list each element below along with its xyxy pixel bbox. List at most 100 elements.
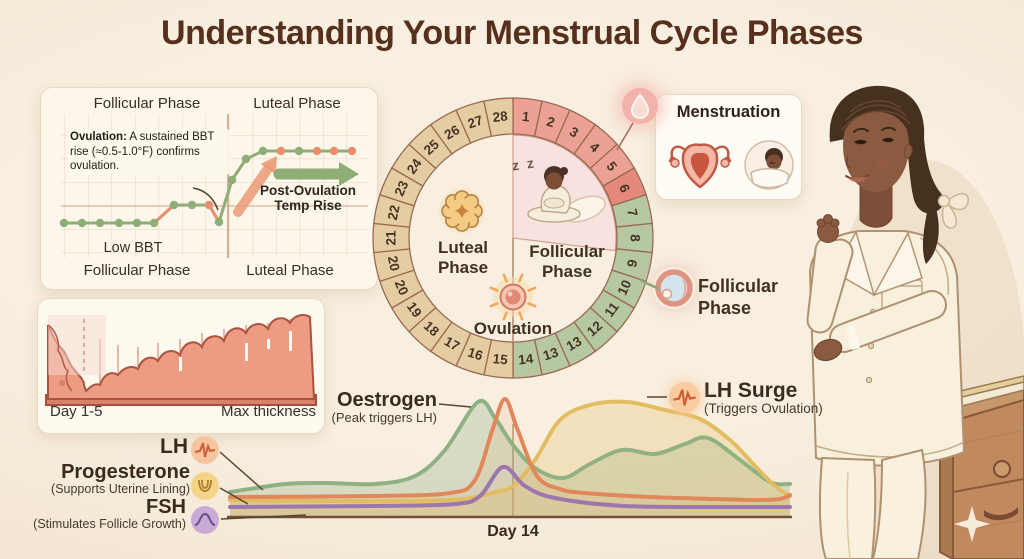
wheel-segments bbox=[372, 97, 654, 379]
bbt-dot bbox=[95, 218, 105, 228]
lh-label: LH bbox=[160, 435, 188, 458]
wheel-day-number: 22 bbox=[385, 204, 403, 222]
wheel-day-number: 16 bbox=[466, 345, 485, 364]
progesterone-icon bbox=[191, 472, 219, 500]
wheel-day-number: 14 bbox=[518, 351, 535, 368]
wheel-day-number: 20 bbox=[392, 278, 412, 298]
bbt-annotation: Ovulation: A sustained BBT rise (≈0.5-1.… bbox=[68, 129, 230, 176]
lining-day-label: Day 1-5 bbox=[50, 403, 103, 420]
ovulation-label: Ovulation bbox=[473, 319, 553, 338]
sleep-zzz-text: z z bbox=[511, 154, 537, 174]
lining-max-label: Max thickness bbox=[220, 403, 316, 420]
wheel-day-number: 19 bbox=[404, 299, 425, 320]
bbt-dot bbox=[187, 200, 197, 210]
resting-person-icon bbox=[744, 140, 794, 190]
ponytail bbox=[922, 208, 939, 264]
blush bbox=[875, 157, 889, 171]
bbt-bottom-right-label: Luteal Phase bbox=[246, 262, 334, 279]
uterus-icon bbox=[668, 143, 732, 189]
bbt-dot bbox=[169, 200, 179, 210]
bbt-dot bbox=[59, 218, 69, 228]
bbt-top-left-label: Follicular Phase bbox=[93, 95, 201, 112]
bbt-dot bbox=[312, 146, 322, 156]
face bbox=[843, 100, 909, 192]
menstruation-droplet-icon bbox=[622, 88, 658, 124]
follicular-phase-label: Follicular Phase bbox=[529, 242, 605, 282]
left-hand bbox=[813, 338, 843, 362]
wheel-day-number: 23 bbox=[392, 178, 412, 198]
wheel-day-number: 8 bbox=[628, 234, 643, 242]
annotation-pointer bbox=[192, 187, 219, 211]
progesterone-fill bbox=[230, 401, 790, 517]
bbt-series bbox=[59, 146, 357, 228]
luteal-phase-label: Luteal Phase bbox=[437, 238, 489, 278]
wheel-day-number: 12 bbox=[584, 318, 605, 339]
sparkle-icon bbox=[954, 506, 990, 542]
eyebrows bbox=[853, 126, 896, 133]
lh-curve bbox=[228, 396, 792, 503]
bbt-line-salmon bbox=[152, 203, 176, 225]
bbt-dot bbox=[114, 218, 124, 228]
page-title: Understanding Your Menstrual Cycle Phase… bbox=[161, 14, 863, 52]
wheel-day-number: 15 bbox=[492, 351, 509, 368]
sleeping-figure bbox=[527, 166, 606, 223]
bbt-dot bbox=[276, 146, 286, 156]
lh-surge-label: LH Surge (Triggers Ovulation) bbox=[704, 379, 823, 417]
uterine-lining-card bbox=[37, 298, 325, 434]
lh-fill bbox=[230, 399, 790, 517]
progesterone-label: Progesterone (Supports Uterine Lining) bbox=[51, 461, 190, 496]
lh-surge-icon bbox=[669, 382, 700, 413]
wheel-day-number: 20 bbox=[385, 254, 403, 272]
oestrogen-label: Oestrogen (Peak triggers LH) bbox=[331, 389, 437, 425]
temp-rise-label: Post-Ovulation Temp Rise bbox=[259, 183, 357, 213]
shedding-zone bbox=[48, 315, 106, 375]
lh-icon bbox=[191, 436, 219, 464]
bbt-dot bbox=[204, 200, 214, 210]
wheel-day-number: 21 bbox=[384, 230, 399, 246]
oestrogen-fill bbox=[230, 400, 790, 517]
wheel-day-number: 2 bbox=[545, 114, 557, 131]
menstruation-title: Menstruation bbox=[676, 103, 781, 121]
woman bbox=[806, 85, 969, 559]
drawer-knob bbox=[993, 460, 1011, 478]
wheel-day-number: 28 bbox=[492, 108, 509, 125]
drawer-handle bbox=[984, 507, 1018, 521]
bbt-bottom-left-label: Follicular Phase bbox=[83, 262, 191, 279]
fsh-curve bbox=[228, 464, 792, 510]
wheel-day-number: 7 bbox=[624, 207, 640, 217]
bbt-dot bbox=[77, 218, 87, 228]
day14-label: Day 14 bbox=[487, 523, 539, 540]
wheel-day-number: 17 bbox=[442, 333, 463, 354]
bbt-dot bbox=[258, 146, 268, 156]
follicle-icon bbox=[653, 267, 695, 309]
wheel-segment bbox=[483, 97, 514, 138]
bbt-dot bbox=[132, 218, 142, 228]
nose bbox=[845, 155, 851, 169]
low-bbt-label: Low BBT bbox=[103, 240, 163, 256]
bbt-dot bbox=[149, 218, 159, 228]
wheel-day-number: 10 bbox=[615, 278, 635, 298]
wheel-day-number: 1 bbox=[521, 109, 531, 125]
menstruation-card: Menstruation bbox=[655, 94, 802, 200]
wheel-day-number: 13 bbox=[541, 344, 560, 363]
fsh-label: FSH (Stimulates Follicle Growth) bbox=[33, 496, 186, 531]
bbt-dot bbox=[241, 154, 251, 164]
wheel-day-number: 27 bbox=[466, 113, 485, 132]
corpus-luteum-icon bbox=[439, 188, 485, 234]
bbt-top-right-label: Luteal Phase bbox=[253, 95, 341, 112]
woman-illustration bbox=[806, 85, 1024, 559]
hair-ribbon bbox=[944, 193, 969, 211]
bbt-dot bbox=[347, 146, 357, 156]
progesterone-curve bbox=[228, 399, 792, 504]
ovulation-icon bbox=[489, 273, 537, 321]
wheel-day-number: 26 bbox=[442, 122, 463, 143]
follicular-legend-label: Follicular Phase bbox=[698, 276, 779, 318]
uterine-lining-illustration bbox=[45, 314, 317, 406]
temp-rise-arrow bbox=[233, 165, 272, 217]
nightstand bbox=[938, 375, 1024, 559]
fsh-icon bbox=[191, 506, 219, 534]
hormone-series bbox=[228, 396, 792, 517]
